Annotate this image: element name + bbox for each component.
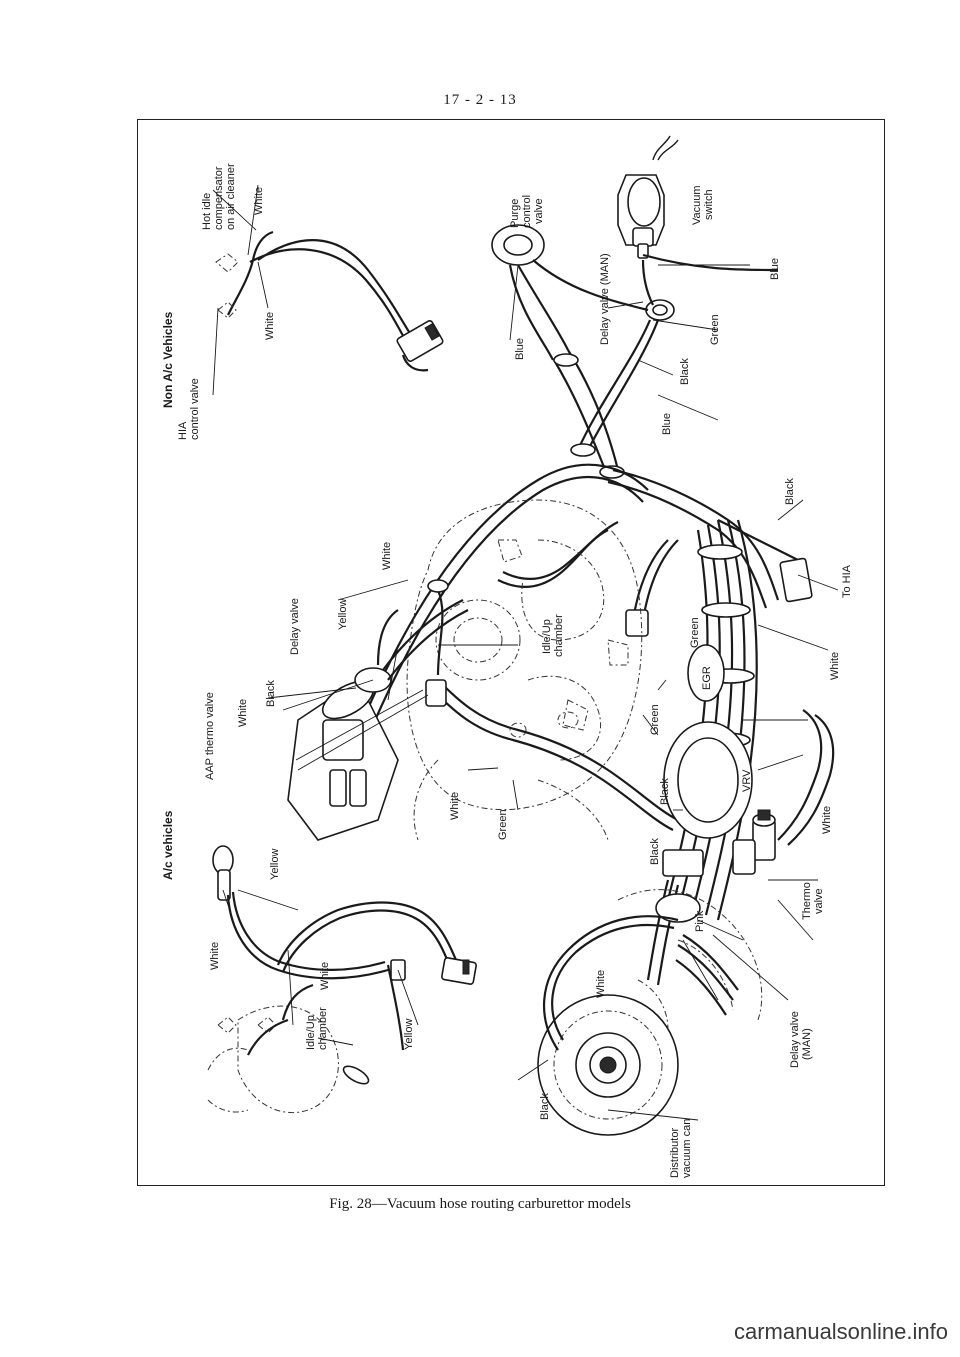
vacuum-hose-diagram: Non A/c Vehicles A/c vehicles HIA contro… <box>161 135 853 1178</box>
label-to-hia: To HIA <box>841 564 853 598</box>
label-thermo-line2: valve <box>813 888 825 914</box>
label-white-ac-mid: White <box>319 962 331 990</box>
label-aap-thermo: AAP thermo valve <box>204 692 216 780</box>
section-non-ac-label: Non A/c Vehicles <box>161 311 175 408</box>
label-blue-purge: Blue <box>514 338 526 360</box>
label-egr: EGR <box>701 666 713 690</box>
label-vrv: VRV <box>741 769 753 792</box>
label-hia-line2: control valve <box>189 378 201 440</box>
label-white-right: White <box>829 652 841 680</box>
label-thermo-line1: Thermo <box>801 882 813 920</box>
label-hot-idle-line1: Hot idle <box>201 193 213 230</box>
label-white-vrv: White <box>821 806 833 834</box>
label-ac-idle-up-line2: chamber <box>317 1007 329 1050</box>
egr-vrv-assembly <box>646 644 753 986</box>
label-white-carb-bottom: White <box>449 792 461 820</box>
label-hia-line1: HIA <box>177 421 189 440</box>
label-green-top: Green <box>709 314 721 345</box>
label-pink: Pink <box>694 910 706 932</box>
label-green-egr: Green <box>689 617 701 648</box>
label-black-lower: Black <box>649 838 661 865</box>
thermo-valve-part <box>732 709 835 875</box>
label-black-distributor: Black <box>539 1093 551 1120</box>
purge-and-vacuum-switch <box>491 135 779 479</box>
label-distributor-line1: Distributor <box>669 1128 681 1178</box>
label-purge-line2: control <box>521 195 533 228</box>
label-green-mid: Green <box>649 704 661 735</box>
leader-lines <box>212 184 839 1121</box>
label-delay-valve-man-line1: Delay valve <box>789 1011 801 1068</box>
ac-vehicle-assembly <box>207 845 477 1114</box>
label-vacuum-switch-line2: switch <box>703 189 715 220</box>
non-ac-hia-assembly <box>215 230 444 372</box>
label-black-egr: Black <box>659 778 671 805</box>
section-ac-label: A/c vehicles <box>161 810 175 880</box>
label-white-hia: White <box>264 312 276 340</box>
label-white-aap: White <box>237 699 249 727</box>
label-purge-line1: Purge <box>509 199 521 228</box>
label-blue-mid: Blue <box>661 413 673 435</box>
label-vacuum-switch-line1: Vacuum <box>691 185 703 225</box>
label-purge-line3: valve <box>533 198 545 224</box>
label-delay-valve-man-line2: (MAN) <box>801 1028 813 1060</box>
label-white-hot-idle: White <box>253 187 265 215</box>
label-white-carb-top: White <box>381 542 393 570</box>
distributor-vacuum-can <box>537 889 763 1136</box>
label-yellow-ac-bottom: Yellow <box>403 1019 415 1050</box>
label-black-aap: Black <box>265 680 277 707</box>
label-blue-switch: Blue <box>769 258 781 280</box>
label-distributor-line2: vacuum can <box>681 1119 693 1178</box>
watermark: carmanualsonline.info <box>733 1319 948 1344</box>
label-hot-idle-line2: compensator <box>213 166 225 230</box>
label-idle-up-line1: Idle/Up <box>541 619 553 654</box>
figure-caption: Fig. 28—Vacuum hose routing carburettor … <box>329 1196 631 1212</box>
label-delay-valve-mid: Delay valve <box>289 598 301 655</box>
label-yellow-delay: Yellow <box>337 599 349 630</box>
label-white-ac-top: White <box>209 942 221 970</box>
label-white-distributor: White <box>595 970 607 998</box>
label-yellow-ac-top: Yellow <box>269 849 281 880</box>
label-hot-idle-line3: on air cleaner <box>225 163 237 230</box>
label-black-right: Black <box>784 478 796 505</box>
label-delay-valve-man-top: Delay valve (MAN) <box>599 253 611 345</box>
label-ac-idle-up-line1: Idle/Up <box>305 1015 317 1050</box>
label-idle-up-line2: chamber <box>553 614 565 657</box>
figure-frame: Non A/c Vehicles A/c vehicles HIA contro… <box>137 119 885 1186</box>
page-number: 17 - 2 - 13 <box>443 92 517 108</box>
label-green-carb-bottom: Green <box>497 809 509 840</box>
carburettor-body <box>406 499 643 841</box>
label-black-top: Black <box>679 358 691 385</box>
